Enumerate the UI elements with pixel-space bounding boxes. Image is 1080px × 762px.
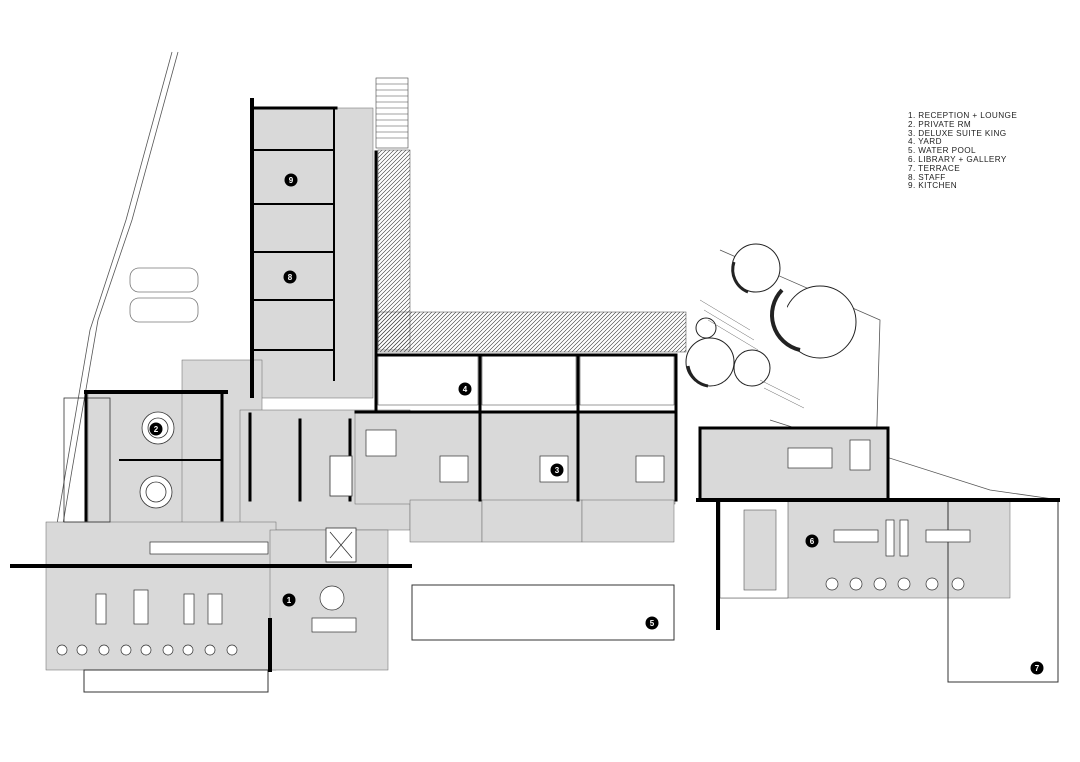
legend-item: 2. PRIVATE RM (908, 119, 972, 129)
area-marker-2 (149, 422, 163, 436)
trees (685, 243, 857, 388)
legend-item: 1. RECEPTION + LOUNGE (908, 111, 1018, 120)
legend: 1. RECEPTION + LOUNGE 2. PRIVATE RM 3. D… (908, 111, 1018, 191)
area-marker-label: 3 (555, 466, 560, 475)
area-marker-label: 6 (810, 537, 815, 546)
area-marker-9 (284, 173, 298, 187)
area-marker-6 (805, 534, 819, 548)
legend-item: 7. TERRACE (908, 163, 961, 173)
area-marker-3 (550, 463, 564, 477)
area-marker-label: 7 (1035, 664, 1040, 673)
lounge-furniture (56, 541, 357, 656)
stair-core (325, 455, 357, 563)
legend-item: 3. DELUXE SUITE KING (908, 128, 1007, 138)
legend-item: 6. LIBRARY + GALLERY (908, 154, 1007, 164)
legend-item: 9. KITCHEN (908, 181, 958, 191)
area-markers: 1 2 3 4 5 6 7 8 9 (149, 173, 1044, 675)
entry-stair (375, 77, 409, 149)
area-marker-label: 2 (154, 425, 159, 434)
area-marker-1 (282, 593, 296, 607)
parked-cars (129, 267, 199, 323)
legend-item: 5. WATER POOL (908, 146, 976, 156)
area-marker-label: 8 (288, 273, 293, 282)
legend-item: 4. YARD (908, 137, 942, 147)
library-furniture (787, 439, 971, 591)
area-marker-4 (458, 382, 472, 396)
pool-and-terrace (63, 397, 1059, 693)
area-marker-7 (1030, 661, 1044, 675)
garden-steps (699, 299, 805, 409)
legend-item: 8. STAFF (908, 172, 946, 182)
area-marker-8 (283, 270, 297, 284)
area-marker-label: 4 (463, 385, 468, 394)
area-marker-label: 5 (650, 619, 655, 628)
area-marker-label: 9 (289, 176, 294, 185)
planting-band (377, 149, 687, 353)
area-marker-label: 1 (287, 596, 292, 605)
suite-yards (377, 354, 789, 599)
area-marker-5 (645, 616, 659, 630)
